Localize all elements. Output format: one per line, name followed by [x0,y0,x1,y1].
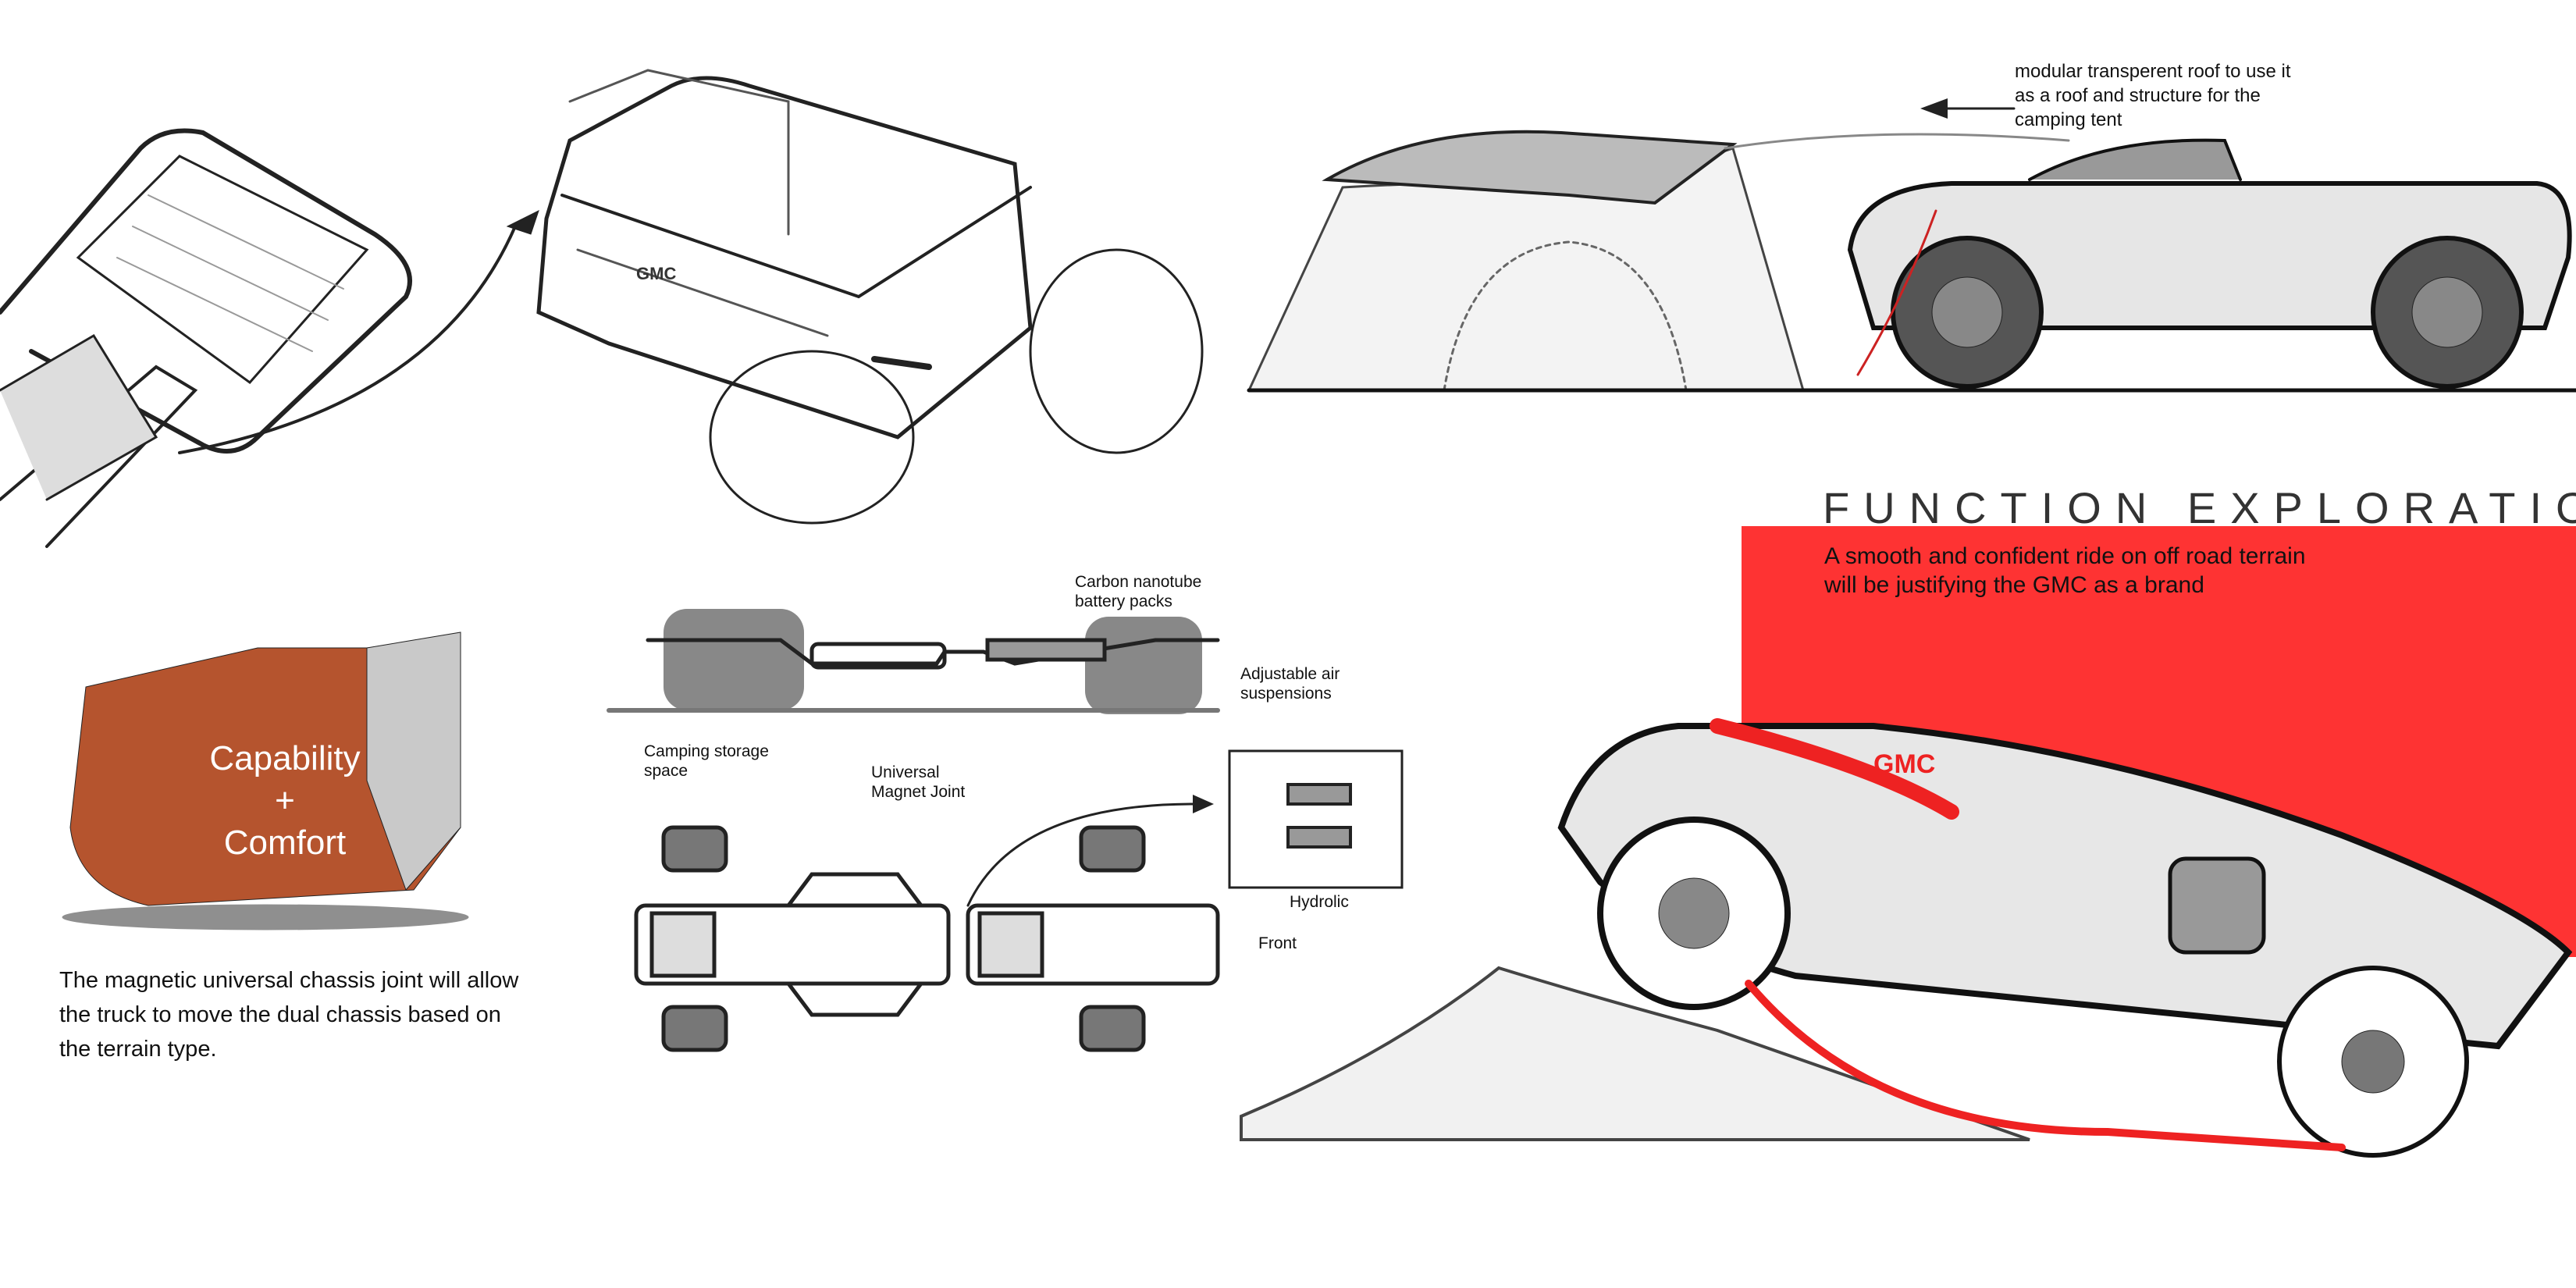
label-line: suspensions [1240,685,1332,703]
chassis-line: the terrain type. [59,1037,217,1062]
chassis-line: the truck to move the dual chassis based… [59,1002,501,1027]
capability-rock-image [62,632,469,930]
hydrolic-cylinders [1286,783,1352,849]
chassis-line: The magnetic universal chassis joint wil… [59,968,519,993]
offroad-vehicle-sketch [1240,718,2573,1158]
chassis-top-view [634,825,1220,1052]
label-front: Front [1258,934,1297,952]
roof-note-line: as a roof and structure for the [2015,85,2261,106]
arrow-curve [178,225,517,454]
label-suspension: Adjustable air suspensions [1240,664,1340,703]
section-title: FUNCTION EXPLORATION [1823,483,2576,532]
arrow-to-detail [966,802,1196,907]
chassis-side-view [607,609,1220,714]
label-hydrolic: Hydrolic [1290,893,1349,911]
comfort-word: Comfort [223,824,347,862]
roof-note-line: camping tent [2015,109,2122,130]
label-line: Carbon nanotube [1075,573,1202,591]
gmc-logo-red: GMC [1873,749,1935,779]
label-line: Universal [871,763,940,781]
capability-badge: Capability + Comfort [180,738,390,864]
label-line: Magnet Joint [871,783,966,801]
truck-perspective-sketch [536,69,1204,525]
label-joint: Universal Magnet Joint [871,763,965,802]
label-line: Camping storage [644,742,769,760]
label-battery: Carbon nanotube battery packs [1075,572,1201,611]
capability-word: Capability [209,739,361,777]
red-panel-line: A smooth and confident ride on off road … [1824,543,2306,569]
label-line: Adjustable air [1240,665,1340,683]
tent-truck-sketch [1247,130,2576,393]
gmc-logo-sketch: GMC [636,264,676,283]
roof-note-line: modular transperent roof to use it [2015,61,2291,82]
label-line: space [644,762,688,780]
truck-bed-sketch [0,128,412,548]
arrow-head [506,210,539,235]
label-storage: Camping storage space [644,742,769,781]
chassis-description: The magnetic universal chassis joint wil… [59,963,518,1066]
hydrolic-detail-box [1228,749,1404,889]
plus-sign: + [275,781,295,820]
roof-note: modular transperent roof to use it as a … [2015,59,2291,132]
label-line: battery packs [1075,592,1172,610]
red-panel-line: will be justifying the GMC as a brand [1824,572,2204,598]
red-panel-text: A smooth and confident ride on off road … [1824,542,2306,600]
